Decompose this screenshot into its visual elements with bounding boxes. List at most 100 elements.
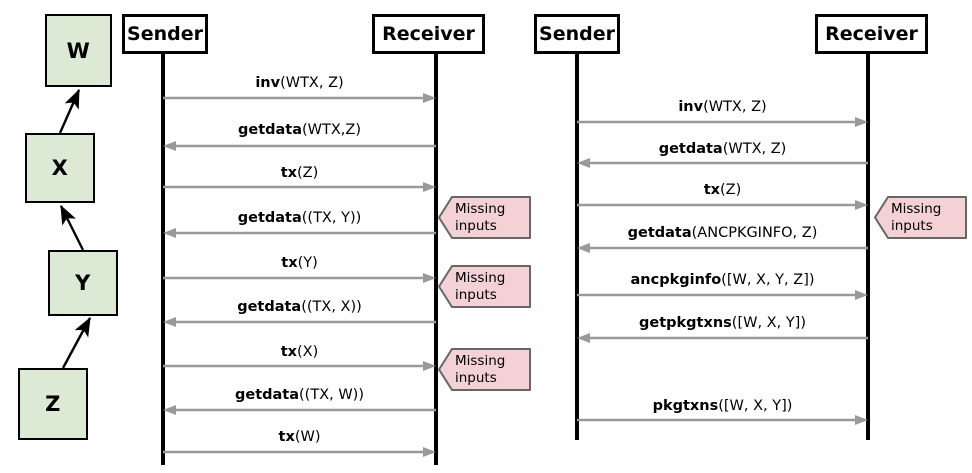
- message-arrow-right: [163, 361, 436, 371]
- actor-box-receiver: Receiver: [372, 14, 485, 54]
- message-label-tx: tx(W): [279, 430, 321, 445]
- message-label-inv: inv(WTX, Z): [678, 100, 766, 115]
- dag-node-label: Y: [75, 271, 91, 295]
- message-arrow-left: [163, 405, 436, 415]
- callout-line-1: Missing: [455, 270, 506, 286]
- dag-node-y: Y: [48, 250, 118, 316]
- message-label-tx: tx(Y): [281, 256, 317, 271]
- actor-label: Sender: [539, 23, 615, 45]
- lifeline-receiver: [866, 54, 870, 440]
- message-arrow-right: [577, 200, 868, 210]
- message-name: inv: [255, 75, 281, 91]
- message-args: (Y): [297, 255, 318, 271]
- message-arrow-left: [163, 228, 436, 238]
- message-name: getdata: [234, 387, 300, 403]
- message-name: ancpkginfo: [630, 272, 722, 288]
- callout-line-2: inputs: [891, 217, 933, 234]
- message-label-tx: tx(Z): [704, 183, 742, 198]
- message-name: getpkgtxns: [639, 315, 732, 331]
- message-name: getdata: [237, 122, 303, 138]
- callout-line-2: inputs: [455, 369, 497, 386]
- dag-node-w: W: [45, 14, 112, 87]
- message-args: ([W, X, Y]): [718, 398, 793, 414]
- message-name: tx: [278, 429, 295, 445]
- callout-pentagon-shape: [438, 196, 531, 239]
- message-args: (Z): [297, 165, 319, 181]
- message-args: (WTX, Z): [280, 75, 344, 91]
- actor-box-sender: Sender: [534, 14, 620, 54]
- message-args: (W): [294, 429, 321, 445]
- dag-node-x: X: [25, 133, 95, 203]
- message-arrow-right: [577, 117, 868, 127]
- actor-label: Receiver: [825, 23, 918, 45]
- message-label-getdata: getdata(WTX,Z): [238, 123, 361, 138]
- message-arrow-right: [163, 182, 436, 192]
- message-name: getdata: [627, 225, 692, 241]
- message-label-inv: inv(WTX, Z): [255, 76, 343, 91]
- message-label-getdata: getdata((TX, Y)): [238, 211, 362, 226]
- lifeline-sender: [575, 54, 579, 440]
- message-arrow-left: [163, 141, 436, 151]
- message-args: ((TX, X)): [301, 299, 362, 315]
- message-label-getdata: getdata((TX, X)): [237, 300, 362, 315]
- message-args: (WTX, Z): [722, 141, 787, 157]
- message-name: tx: [280, 344, 298, 360]
- message-name: pkgtxns: [652, 398, 719, 414]
- message-args: ((TX, Y)): [301, 210, 362, 226]
- message-args: (WTX,Z): [302, 122, 362, 138]
- message-arrow-right: [163, 93, 436, 103]
- message-args: ([W, X, Y, Z]): [721, 272, 815, 288]
- actor-box-receiver: Receiver: [815, 14, 928, 54]
- dag-node-label: X: [51, 156, 69, 180]
- message-arrow-right: [163, 447, 436, 457]
- actor-box-sender: Sender: [122, 14, 208, 54]
- dag-node-label: Z: [45, 392, 61, 416]
- message-name: tx: [281, 255, 298, 271]
- message-arrow-right: [577, 415, 868, 425]
- callout-pentagon-shape: [438, 265, 531, 308]
- message-args: (ANCPKGINFO, Z): [691, 225, 818, 241]
- actor-label: Receiver: [382, 23, 475, 45]
- message-label-pkgtxns: pkgtxns([W, X, Y]): [653, 399, 793, 414]
- message-arrow-right: [163, 273, 436, 283]
- message-args: ([W, X, Y]): [731, 315, 806, 331]
- callout-pentagon-shape: [874, 196, 967, 239]
- message-args: (X): [297, 344, 319, 360]
- callout-line-1: Missing: [891, 201, 942, 217]
- message-label-getdata: getdata(ANCPKGINFO, Z): [628, 226, 818, 241]
- actor-label: Sender: [127, 23, 203, 45]
- lifeline-receiver: [434, 54, 438, 465]
- dag-node-z: Z: [18, 368, 88, 440]
- callout-line-1: Missing: [455, 201, 506, 217]
- message-label-getpkgtxns: getpkgtxns([W, X, Y]): [639, 316, 806, 331]
- message-name: getdata: [658, 141, 723, 157]
- message-arrow-left: [577, 333, 868, 343]
- message-args: (Z): [720, 182, 742, 198]
- message-arrow-left: [577, 158, 868, 168]
- message-arrow-left: [163, 317, 436, 327]
- message-args: ((TX, W)): [299, 387, 365, 403]
- message-name: getdata: [237, 299, 302, 315]
- dag-edge-z-to-y: [61, 316, 92, 369]
- lifeline-sender: [161, 54, 165, 465]
- message-label-getdata: getdata(WTX, Z): [659, 142, 787, 157]
- message-arrow-left: [577, 243, 868, 253]
- message-label-getdata: getdata((TX, W)): [235, 388, 364, 403]
- dag-edge-x-to-w: [58, 88, 81, 134]
- dag-node-label: W: [66, 38, 91, 63]
- callout-pentagon-shape: [438, 348, 531, 391]
- message-args: (WTX, Z): [703, 99, 767, 115]
- message-arrow-right: [577, 290, 868, 300]
- message-name: tx: [703, 182, 721, 198]
- callout-line-2: inputs: [455, 286, 497, 303]
- message-label-ancpkginfo: ancpkginfo([W, X, Y, Z]): [630, 273, 814, 288]
- message-name: getdata: [237, 210, 302, 226]
